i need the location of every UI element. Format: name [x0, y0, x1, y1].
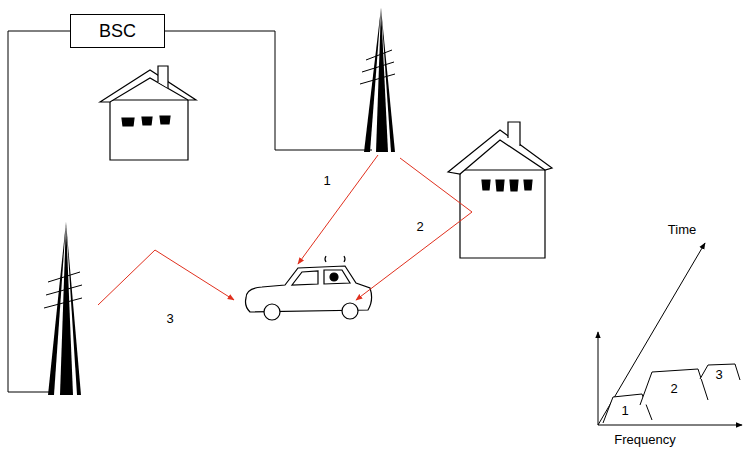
signal-path [98, 155, 472, 305]
house [448, 122, 552, 258]
callout-number: 2 [670, 382, 677, 395]
controller-box: BSC [70, 14, 165, 48]
wire [8, 31, 70, 392]
callout-number: 3 [166, 312, 173, 325]
wire [165, 31, 372, 150]
callout-number: 3 [715, 368, 722, 381]
axis-label: Time [668, 223, 696, 236]
time-frequency-chart [598, 243, 742, 425]
antenna-tower [360, 8, 395, 152]
box-label: BSC [99, 21, 136, 42]
callout-number: 1 [323, 174, 330, 187]
antenna-tower [44, 222, 82, 395]
house [100, 66, 196, 160]
car [246, 256, 372, 320]
axis-label: Frequency [614, 433, 675, 446]
callout-number: 1 [621, 404, 628, 417]
callout-number: 2 [416, 220, 423, 233]
